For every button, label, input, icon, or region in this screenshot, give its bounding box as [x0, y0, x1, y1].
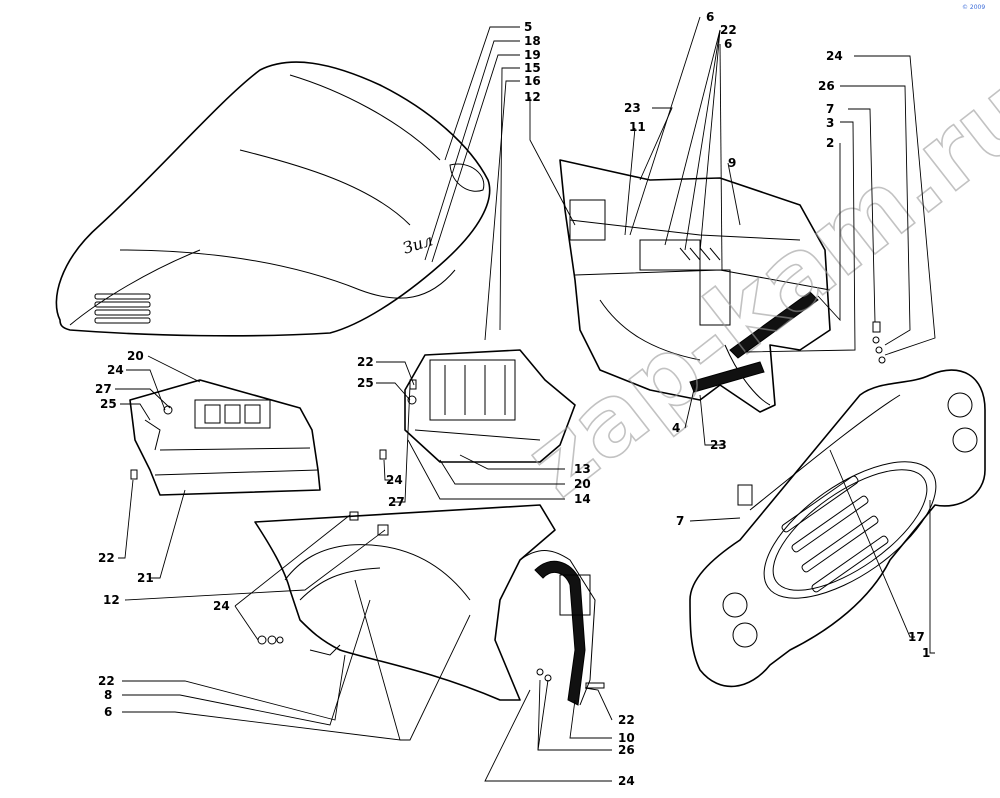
label-1: 1: [922, 646, 930, 660]
corner-mark: © 2009: [962, 4, 985, 11]
label-3: 3: [826, 116, 834, 130]
label-12-top: 12: [524, 90, 541, 104]
label-22-left: 22: [98, 551, 115, 565]
label-23-top: 23: [624, 101, 641, 115]
label-26-right: 26: [818, 79, 835, 93]
label-20-center: 20: [574, 477, 591, 491]
label-9: 9: [728, 156, 736, 170]
label-6-top: 6: [706, 10, 714, 24]
label-11: 11: [629, 120, 646, 134]
cowl-panel: [559, 159, 831, 413]
left-side-panel: [129, 379, 321, 496]
grille-slots: [781, 475, 889, 593]
label-7-grille: 7: [676, 514, 684, 528]
hood-vents: [94, 293, 151, 324]
label-20-left: 20: [127, 349, 144, 363]
label-24-left: 24: [107, 363, 124, 377]
label-25-center: 25: [357, 376, 374, 390]
label-15: 15: [524, 61, 541, 75]
label-22-top: 22: [720, 23, 737, 37]
label-14: 14: [574, 492, 591, 506]
label-21: 21: [137, 571, 154, 585]
label-16: 16: [524, 74, 541, 88]
label-22-bottom-right: 22: [618, 713, 635, 727]
label-22-center: 22: [357, 355, 374, 369]
label-24-fender: 24: [213, 599, 230, 613]
label-18: 18: [524, 34, 541, 48]
label-10: 10: [618, 731, 635, 745]
fender-bolt: [536, 668, 605, 689]
radiator-grille: [689, 369, 986, 688]
label-12-fender: 12: [103, 593, 120, 607]
label-6-bottom: 6: [104, 705, 112, 719]
label-13: 13: [574, 462, 591, 476]
label-22-bottom-left: 22: [98, 674, 115, 688]
label-25-left: 25: [100, 397, 117, 411]
label-7-top: 7: [826, 102, 834, 116]
label-17: 17: [908, 630, 925, 644]
label-23-bottom: 23: [710, 438, 727, 452]
label-4: 4: [672, 421, 680, 435]
label-27-left: 27: [95, 382, 112, 396]
label-2: 2: [826, 136, 834, 150]
callout-labels: 5 18 19 15 16 12 6 22 6 23 11 9 24 26 7 …: [95, 10, 930, 788]
front-fender: [254, 504, 596, 706]
label-27-center: 27: [388, 495, 405, 509]
label-6-second: 6: [724, 37, 732, 51]
label-24-bottom: 24: [618, 774, 635, 788]
label-24-right: 24: [826, 49, 843, 63]
label-5: 5: [524, 20, 532, 34]
label-26-bottom: 26: [618, 743, 635, 757]
center-side-panel: [379, 349, 576, 463]
label-8: 8: [104, 688, 112, 702]
label-24-center: 24: [386, 473, 403, 487]
hood: Зил: [55, 61, 491, 337]
label-19: 19: [524, 48, 541, 62]
leader-lines: [115, 16, 936, 782]
fasteners-right: [872, 321, 886, 364]
